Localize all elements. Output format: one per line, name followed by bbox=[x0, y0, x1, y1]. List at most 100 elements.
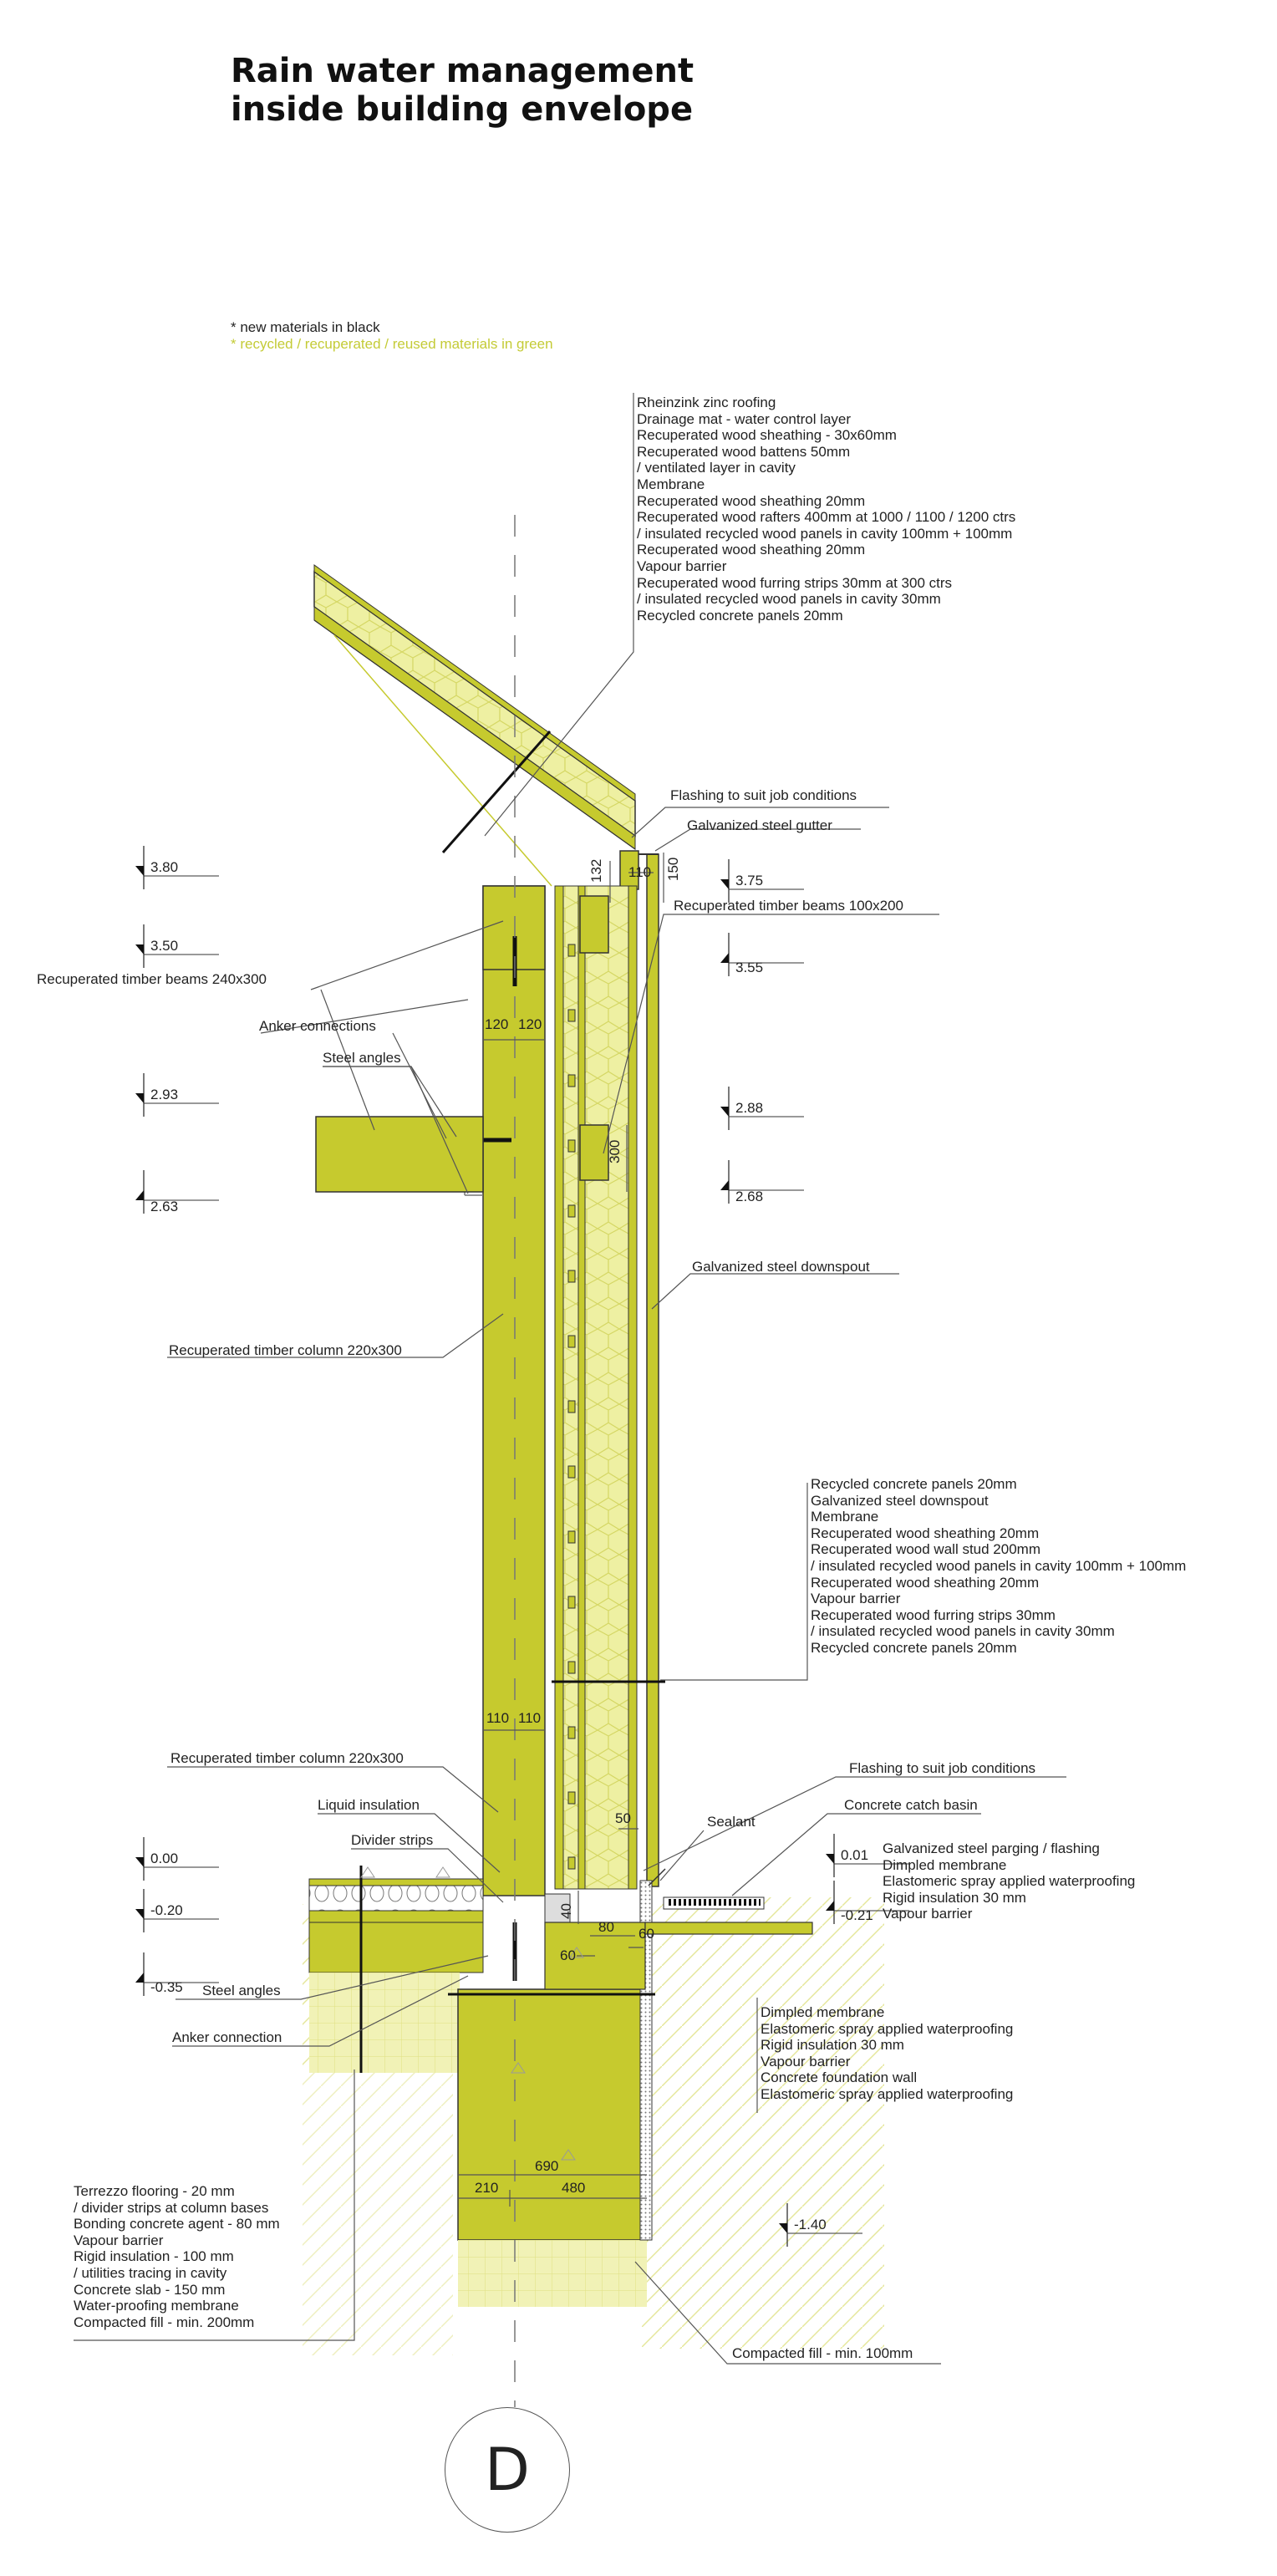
level-markers bbox=[135, 846, 909, 2247]
level-350: 3.50 bbox=[150, 938, 179, 954]
wall-assembly bbox=[552, 885, 665, 1890]
level-020: -0.20 bbox=[150, 1902, 183, 1918]
label-anker-bottom: Anker connection bbox=[172, 2029, 282, 2045]
furring-strip bbox=[567, 1270, 576, 1283]
title-line-2: inside building envelope bbox=[231, 90, 694, 129]
dim-132: 132 bbox=[588, 858, 604, 883]
furring-strip bbox=[567, 1335, 576, 1348]
furring-strip bbox=[567, 944, 576, 957]
furring-strip bbox=[567, 1661, 576, 1674]
dim-480: 480 bbox=[562, 2180, 586, 2196]
level-140: -1.40 bbox=[794, 2217, 827, 2232]
label-sealant: Sealant bbox=[707, 1814, 756, 1830]
furring-strip bbox=[567, 1856, 576, 1870]
level-001: 0.01 bbox=[841, 1847, 869, 1863]
roof-notes: Rheinzink zinc roofing Drainage mat - wa… bbox=[637, 395, 1016, 624]
level-293: 2.93 bbox=[150, 1087, 179, 1102]
level-marker-arrow bbox=[826, 1901, 834, 1911]
label-beams-100: Recuperated timber beams 100x200 bbox=[674, 898, 903, 914]
label-flashing-top: Flashing to suit job conditions bbox=[670, 787, 857, 803]
dim-210: 210 bbox=[475, 2180, 499, 2196]
floor-beam bbox=[315, 1116, 484, 1193]
label-gutter: Galvanized steel gutter bbox=[687, 817, 832, 833]
foundation-notes: Dimpled membrane Elastomeric spray appli… bbox=[761, 2004, 1014, 2102]
dim-300: 300 bbox=[607, 1139, 623, 1163]
label-compacted-fill: Compacted fill - min. 100mm bbox=[732, 2345, 913, 2361]
dim-150: 150 bbox=[665, 857, 681, 881]
dim-110-left: 110 bbox=[486, 1710, 510, 1726]
furring-strip bbox=[567, 1726, 576, 1739]
furring-strip bbox=[567, 1139, 576, 1153]
label-column-bottom: Recuperated timber column 220x300 bbox=[170, 1750, 404, 1766]
label-anker-top: Anker connections bbox=[259, 1018, 376, 1034]
level-021: -0.21 bbox=[841, 1907, 873, 1923]
label-angles-top: Steel angles bbox=[323, 1050, 401, 1066]
level-marker-arrow bbox=[135, 1973, 144, 1983]
leader-lines bbox=[74, 393, 1066, 2365]
furring-strip bbox=[567, 1009, 576, 1022]
level-marker-arrow bbox=[135, 1909, 144, 1919]
dim-120-left: 120 bbox=[485, 1016, 509, 1032]
dim-40: 40 bbox=[558, 1903, 574, 1919]
gutter-downspout bbox=[619, 850, 659, 1887]
level-marker-arrow bbox=[135, 1857, 144, 1867]
material-legend: * new materials in black * recycled / re… bbox=[231, 319, 553, 353]
dim-110-right: 110 bbox=[518, 1710, 542, 1726]
dim-60-left: 60 bbox=[560, 1947, 576, 1963]
furring-strips bbox=[567, 944, 576, 1870]
timber-column bbox=[460, 885, 546, 1896]
level-035: -0.35 bbox=[150, 1979, 183, 1995]
level-marker-arrow bbox=[720, 1107, 729, 1117]
floor-notes: Terrezzo flooring - 20 mm / divider stri… bbox=[74, 2183, 280, 2330]
concrete-aggregate-marks bbox=[360, 1866, 584, 2161]
legend-recycled: * recycled / recuperated / reused materi… bbox=[231, 336, 553, 352]
dim-50: 50 bbox=[615, 1810, 631, 1826]
legend-new: * new materials in black bbox=[231, 319, 380, 335]
floor-assembly bbox=[308, 1866, 571, 2073]
dim-60-right: 60 bbox=[638, 1926, 654, 1942]
furring-strip bbox=[567, 1074, 576, 1087]
level-375: 3.75 bbox=[735, 873, 764, 888]
label-catch-basin: Concrete catch basin bbox=[844, 1797, 978, 1813]
dim-110-top: 110 bbox=[628, 864, 652, 880]
roof-assembly bbox=[313, 564, 636, 887]
dimension-lines bbox=[458, 853, 664, 2207]
furring-strip bbox=[567, 1596, 576, 1609]
level-380: 3.80 bbox=[150, 859, 179, 875]
level-marker-arrow bbox=[779, 2223, 787, 2233]
dim-120-right: 120 bbox=[518, 1016, 542, 1032]
title-line-1: Rain water management bbox=[231, 52, 694, 90]
wall-notes: Recycled concrete panels 20mm Galvanized… bbox=[811, 1476, 1187, 1656]
level-marker-arrow bbox=[720, 1180, 729, 1190]
drawing-title: Rain water management inside building en… bbox=[231, 52, 694, 129]
level-marker-arrow bbox=[720, 953, 729, 963]
furring-strip bbox=[567, 1530, 576, 1544]
dim-690: 690 bbox=[535, 2158, 559, 2174]
dim-80: 80 bbox=[598, 1919, 614, 1935]
label-divider: Divider strips bbox=[351, 1832, 434, 1848]
level-355: 3.55 bbox=[735, 960, 764, 975]
level-marker-arrow bbox=[135, 1190, 144, 1200]
label-liquid: Liquid insulation bbox=[318, 1797, 420, 1813]
furring-strip bbox=[567, 1465, 576, 1479]
furring-strip bbox=[567, 1400, 576, 1413]
parging-notes: Galvanized steel parging / flashing Dimp… bbox=[883, 1840, 1136, 1922]
label-column-top: Recuperated timber column 220x300 bbox=[169, 1342, 402, 1358]
level-marker-arrow bbox=[135, 866, 144, 876]
grid-reference-bubble: D bbox=[445, 2407, 570, 2533]
level-marker-arrow bbox=[720, 879, 729, 889]
furring-strip bbox=[567, 1791, 576, 1805]
level-288: 2.88 bbox=[735, 1100, 764, 1116]
label-downspout: Galvanized steel downspout bbox=[692, 1259, 870, 1275]
level-marker-arrow bbox=[826, 1854, 834, 1864]
level-marker-arrow bbox=[135, 1093, 144, 1103]
label-angles-bottom: Steel angles bbox=[202, 1983, 281, 1998]
level-263: 2.63 bbox=[150, 1199, 179, 1214]
level-marker-arrow bbox=[135, 944, 144, 955]
label-beams-240: Recuperated timber beams 240x300 bbox=[37, 971, 267, 987]
furring-strip bbox=[567, 1204, 576, 1218]
level-268: 2.68 bbox=[735, 1189, 764, 1204]
level-000: 0.00 bbox=[150, 1851, 179, 1866]
